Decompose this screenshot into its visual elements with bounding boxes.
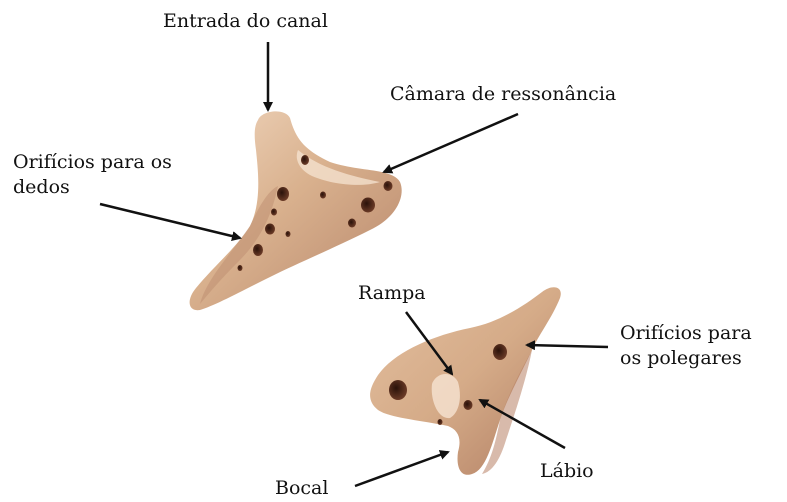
- thumb-hole: [493, 344, 507, 360]
- finger-hole: [253, 244, 263, 256]
- arrow-orificios-polegares: [525, 340, 609, 351]
- ocarina-bottom-shadow: [482, 350, 532, 474]
- label-orificios-dedos-line2: dedos: [13, 176, 70, 198]
- finger-hole: [271, 208, 277, 216]
- ocarina-top-body: [189, 111, 402, 311]
- arrows: [99, 42, 609, 488]
- label-rampa: Rampa: [358, 282, 426, 304]
- finger-hole: [285, 231, 291, 237]
- arrow-labio: [478, 398, 566, 450]
- finger-hole: [348, 218, 356, 228]
- arrow-camara: [382, 112, 519, 174]
- label-camara-de-ressonancia: Câmara de ressonância: [390, 83, 617, 105]
- ocarina-top-image: [189, 111, 402, 311]
- label-orificios-polegares-line2: os polegares: [620, 347, 742, 369]
- arrow-orificios-dedos: [99, 202, 242, 241]
- finger-hole: [320, 191, 326, 199]
- finger-hole: [237, 265, 243, 271]
- finger-hole: [277, 187, 289, 201]
- finger-hole: [301, 155, 309, 165]
- finger-holes: [237, 155, 393, 271]
- labium-hole: [463, 400, 473, 410]
- ocarina-bottom-image: [370, 287, 561, 475]
- ocarina-bottom-body: [370, 287, 561, 475]
- finger-hole: [265, 223, 275, 235]
- label-orificios-dedos-line1: Orifícios para os: [13, 151, 172, 173]
- arrow-rampa: [404, 311, 454, 376]
- thumb-hole: [389, 380, 407, 400]
- label-orificios-polegares-line1: Orifícios para: [620, 322, 752, 344]
- ocarina-bottom-highlight: [431, 373, 460, 419]
- label-orificios-para-os-polegares: Orifícios para os polegares: [620, 321, 752, 371]
- thumb-holes: [389, 344, 507, 425]
- ocarina-top-shadow: [200, 186, 278, 304]
- ocarina-top-highlight: [296, 150, 380, 185]
- label-orificios-para-os-dedos: Orifícios para os dedos: [13, 150, 172, 200]
- mouthpiece-hole: [437, 419, 443, 425]
- finger-hole: [361, 197, 375, 213]
- finger-hole: [383, 181, 393, 191]
- label-bocal: Bocal: [275, 477, 329, 499]
- label-labio: Lábio: [540, 460, 594, 482]
- arrow-bocal: [354, 450, 450, 488]
- label-entrada-do-canal: Entrada do canal: [163, 10, 328, 32]
